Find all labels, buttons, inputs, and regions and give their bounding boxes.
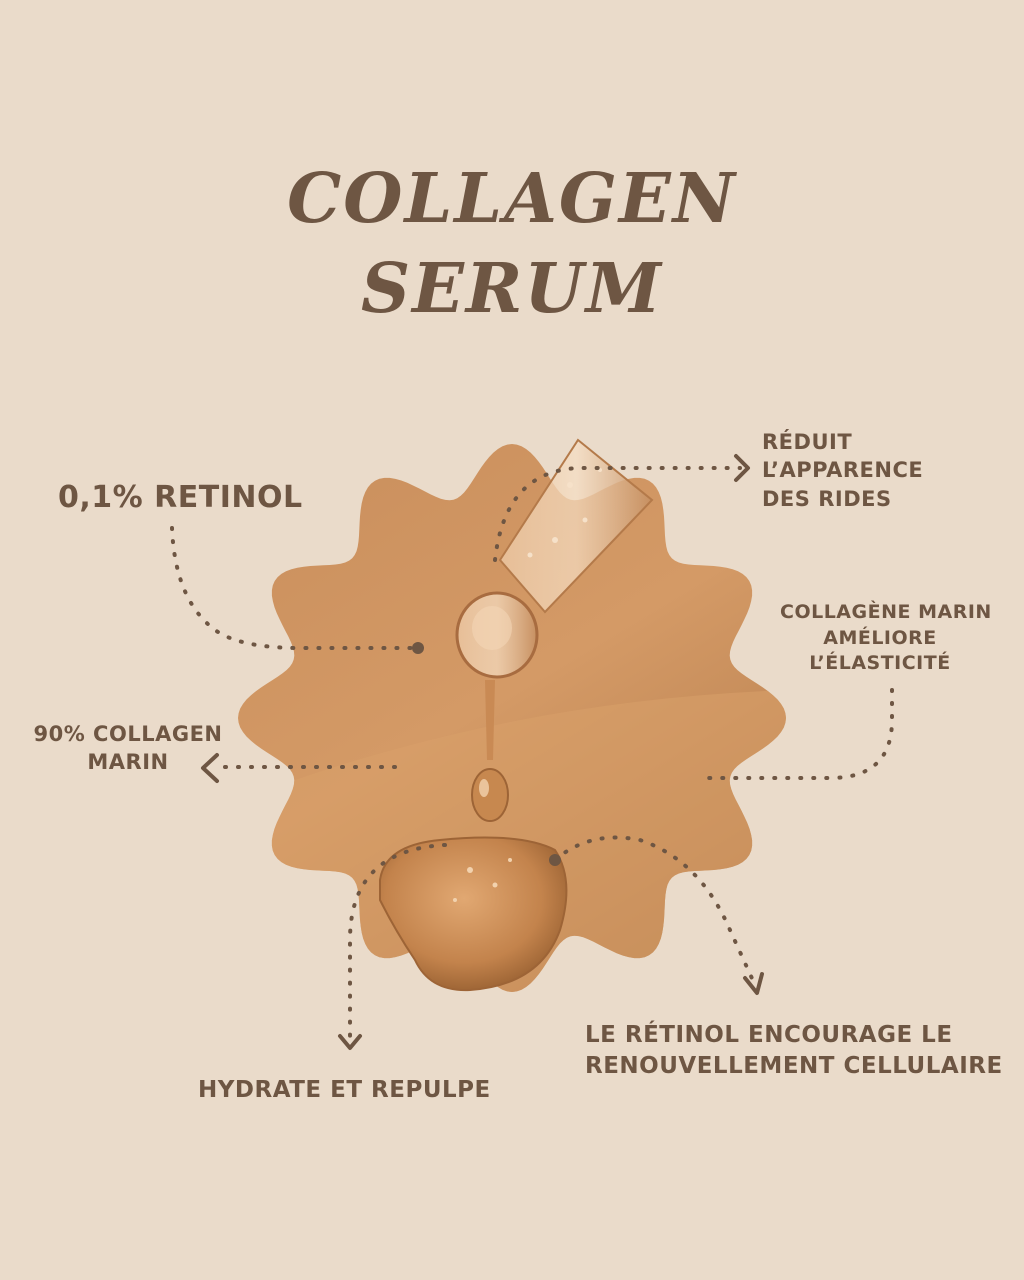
callout-rides: RÉDUIT L’APPARENCE DES RIDES (762, 428, 923, 513)
callout-rides-line-3: DES RIDES (762, 486, 892, 511)
connector-dot (549, 854, 561, 866)
title-line-1: COLLAGEN (287, 159, 737, 239)
dotted-arrow-icon (338, 1034, 362, 1050)
callout-elasticite-line-3: L’ÉLASTICITÉ (809, 652, 951, 675)
callout-collagen-marin-line-1: 90% COLLAGEN (33, 722, 223, 746)
connector-retinol (170, 526, 420, 650)
dotted-arrow-icon (734, 454, 750, 482)
callout-renouvellement: LE RÉTINOL ENCOURAGE LE RENOUVELLEMENT C… (585, 1020, 1003, 1082)
scalloped-frame (238, 444, 786, 992)
title-line-2: SERUM (360, 249, 664, 329)
serum-dropper-icon (455, 438, 654, 822)
dotted-arrow-icon (201, 753, 219, 783)
connector-rides (493, 466, 742, 562)
callout-retinol-text: 0,1% RETINOL (58, 480, 303, 515)
callout-collagen-marin: 90% COLLAGEN MARIN (30, 720, 226, 777)
callout-hydrate: HYDRATE ET REPULPE (198, 1075, 491, 1106)
connector-elasticite (706, 688, 894, 780)
callout-elasticite: COLLAGÈNE MARIN AMÉLIORE L’ÉLASTICITÉ (780, 600, 992, 677)
callout-elasticite-line-2: AMÉLIORE (823, 626, 937, 649)
callout-renouvellement-line-2: RENOUVELLEMENT CELLULAIRE (585, 1053, 1003, 1080)
callout-hydrate-text: HYDRATE ET REPULPE (198, 1077, 491, 1103)
callout-collagen-marin-line-2: MARIN (87, 750, 169, 775)
callout-renouvellement-line-1: LE RÉTINOL ENCOURAGE LE (585, 1022, 953, 1048)
callout-retinol: 0,1% RETINOL (58, 478, 303, 519)
callout-elasticite-line-1: COLLAGÈNE MARIN (780, 601, 992, 623)
callout-rides-line-1: RÉDUIT (762, 430, 853, 454)
connector-dot (412, 642, 424, 654)
serum-puddle (379, 836, 568, 992)
connector-hydrate (348, 843, 447, 1042)
callout-rides-line-2: L’APPARENCE (762, 458, 924, 483)
dotted-arrow-icon (743, 972, 764, 995)
